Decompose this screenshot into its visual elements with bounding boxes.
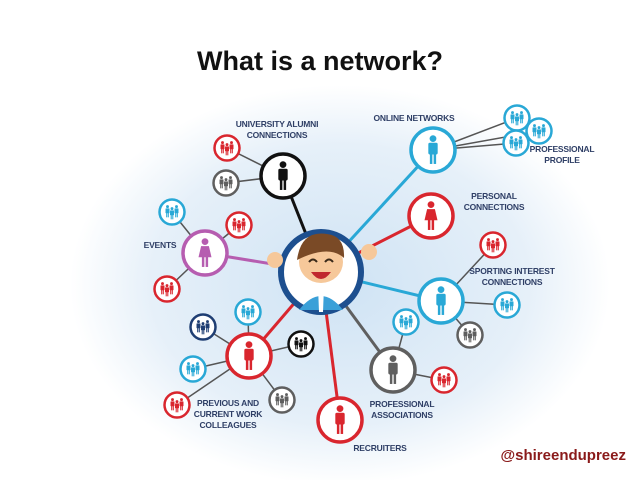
label-recruiters: RECRUITERS (353, 443, 407, 453)
group-icon (225, 211, 253, 239)
center-character (267, 229, 377, 315)
label-work: COLLEAGUES (199, 420, 257, 430)
label-online: ONLINE NETWORKS (373, 113, 455, 123)
label-sporting: SPORTING INTEREST (469, 266, 555, 276)
node-associations (369, 346, 417, 394)
group-icon (234, 298, 262, 326)
group-icon (479, 231, 507, 259)
label-events: EVENTS (144, 240, 177, 250)
person-icon (428, 135, 438, 164)
label-university: CONNECTIONS (247, 130, 308, 140)
label-work: CURRENT WORK (194, 409, 263, 419)
label-professional-profile: PROFILE (544, 155, 580, 165)
node-personal (407, 192, 455, 240)
group-icon (502, 129, 530, 157)
node-recruiters (316, 396, 364, 444)
woman-icon (198, 238, 212, 267)
person-icon (335, 405, 345, 434)
author-handle: @shireendupreez (500, 447, 627, 464)
label-associations: ASSOCIATIONS (371, 410, 433, 420)
group-icon (268, 386, 296, 414)
group-icon (153, 275, 181, 303)
person-icon (278, 161, 288, 190)
person-icon (244, 341, 254, 370)
group-icon (503, 104, 531, 132)
label-sporting: CONNECTIONS (482, 277, 543, 287)
group-icon (493, 291, 521, 319)
node-university (259, 152, 307, 200)
person-icon (388, 355, 398, 384)
group-icon (189, 313, 217, 341)
label-university: UNIVERSITY ALUMNI (236, 119, 319, 129)
label-professional-profile: PROFESSIONAL (530, 144, 595, 154)
node-events (181, 229, 229, 277)
group-icon (287, 330, 315, 358)
label-personal: PERSONAL (471, 191, 517, 201)
woman-icon (424, 201, 438, 230)
group-icon (392, 308, 420, 336)
group-icon (163, 391, 191, 419)
label-work: PREVIOUS AND (197, 398, 259, 408)
group-icon (430, 366, 458, 394)
label-associations: PROFESSIONAL (370, 399, 435, 409)
group-icon (179, 355, 207, 383)
group-icon (456, 321, 484, 349)
group-icon (158, 198, 186, 226)
person-icon (436, 286, 446, 315)
group-icon (525, 117, 553, 145)
node-online (409, 126, 457, 174)
group-icon (213, 134, 241, 162)
node-sporting (417, 277, 465, 325)
slide-title: What is a network? (196, 46, 444, 76)
node-work (225, 332, 273, 380)
label-personal: CONNECTIONS (464, 202, 525, 212)
group-icon (212, 169, 240, 197)
